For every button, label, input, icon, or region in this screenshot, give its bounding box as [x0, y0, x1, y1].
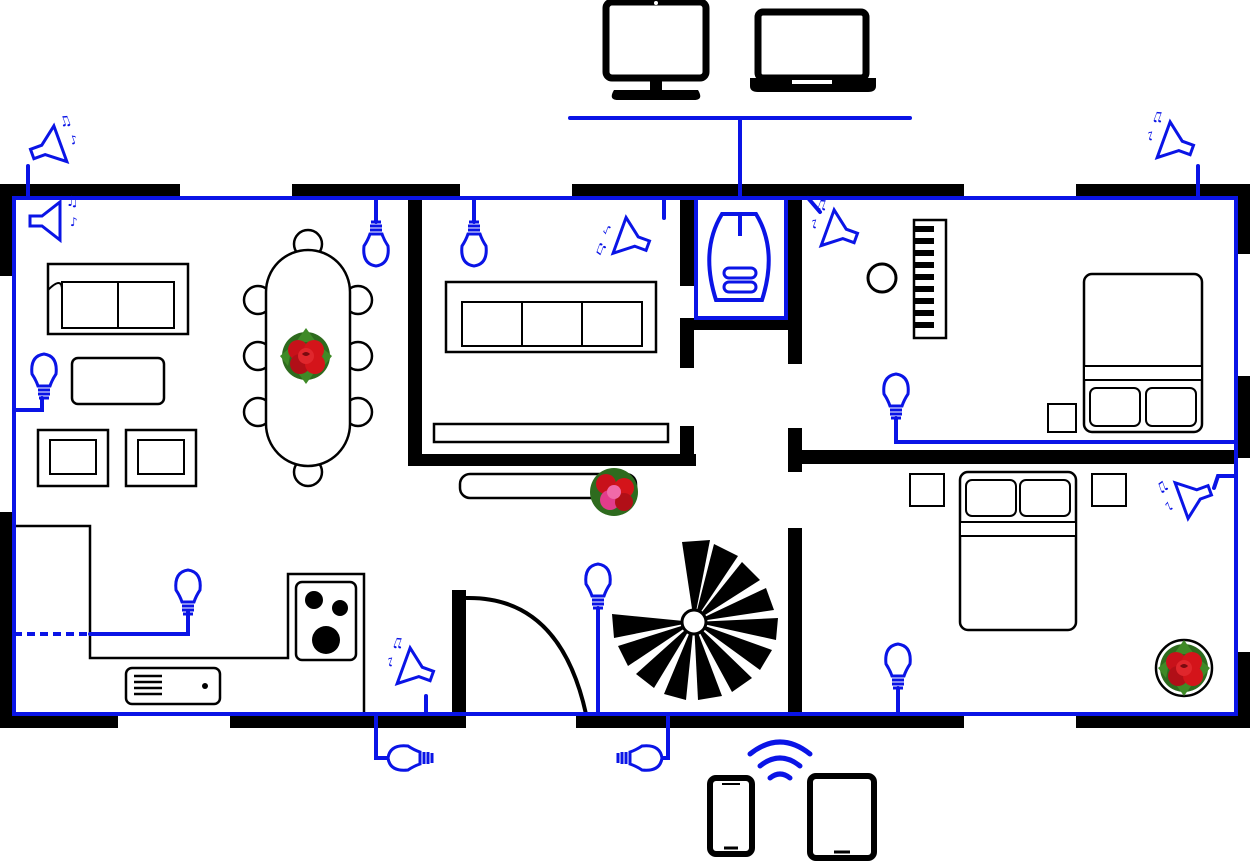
light-bulb-icon — [616, 744, 664, 772]
sofa-three-seat — [444, 280, 658, 354]
nightstand-right — [1091, 473, 1127, 507]
light-bulb-icon — [386, 744, 434, 772]
smart-wiring — [12, 116, 1238, 760]
dining-table — [242, 228, 374, 488]
entry-door — [465, 595, 588, 715]
double-bed-lower — [958, 470, 1078, 632]
light-bulb-icon — [584, 562, 612, 610]
speaker-icon — [21, 110, 86, 174]
bedroom-lower-furniture — [909, 470, 1214, 698]
lounge-furniture — [432, 280, 670, 444]
flower-pot-hallway — [590, 468, 638, 516]
speaker-icon — [591, 209, 656, 273]
nightstand-upper — [1047, 403, 1077, 433]
light-bulb-icon — [30, 352, 58, 400]
tablet-icon — [807, 773, 877, 861]
speaker-icon — [378, 632, 443, 696]
walls — [0, 184, 1250, 728]
speaker-icon — [1153, 463, 1218, 527]
nightstand-left — [909, 473, 945, 507]
light-bulb-icon — [362, 220, 390, 268]
coffee-table — [70, 356, 166, 406]
light-bulb-icon — [884, 642, 912, 690]
desktop-monitor-icon — [602, 0, 710, 100]
light-bulb-icon — [882, 372, 910, 420]
smartphone-icon — [707, 775, 755, 857]
living-room-furniture — [36, 262, 198, 488]
bedroom-upper-furniture — [866, 218, 1204, 434]
tv-stand — [432, 422, 670, 444]
light-bulb-icon — [174, 568, 202, 616]
sofa — [46, 262, 190, 336]
speaker-icon — [28, 192, 81, 242]
armchair-right — [124, 428, 198, 488]
keyboard-piano — [912, 218, 948, 340]
light-bulb-icon — [460, 220, 488, 268]
stool — [866, 262, 898, 294]
spiral-staircase — [612, 540, 778, 700]
kitchen — [14, 524, 366, 714]
speaker-icon — [1138, 106, 1203, 170]
wifi-icon — [747, 739, 813, 781]
hallway — [458, 468, 778, 715]
double-bed-upper — [1082, 272, 1204, 434]
bathroom-toilet — [694, 196, 788, 320]
armchair-left — [36, 428, 110, 488]
laptop-icon — [750, 8, 876, 92]
